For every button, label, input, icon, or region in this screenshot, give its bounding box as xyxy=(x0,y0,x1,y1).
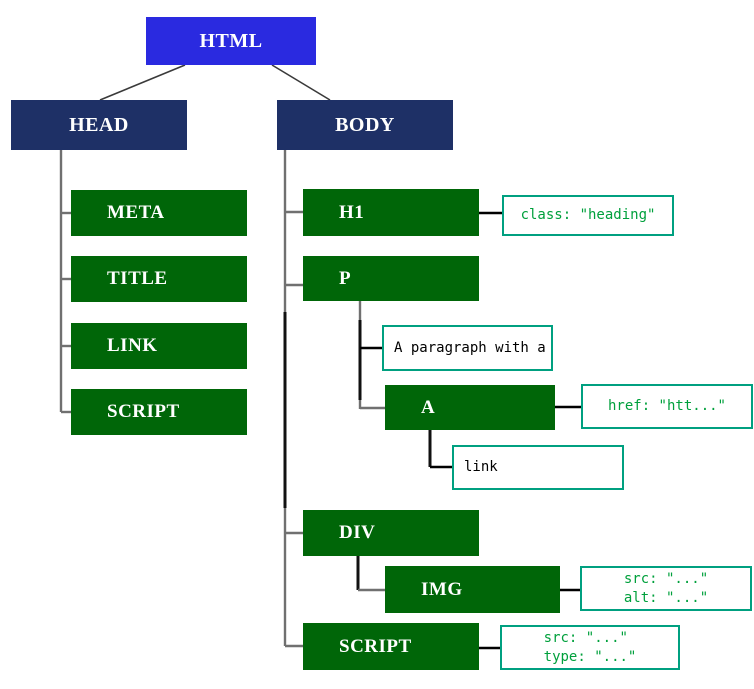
edge-html-body xyxy=(271,64,331,101)
node-script-body[interactable]: SCRIPT xyxy=(303,623,479,670)
node-link[interactable]: LINK xyxy=(71,323,247,369)
node-meta[interactable]: META xyxy=(71,190,247,236)
attr-box-a-text: href: "htt..." xyxy=(607,398,726,415)
node-head-label: HEAD xyxy=(69,113,129,136)
node-img-label: IMG xyxy=(421,578,463,600)
node-p[interactable]: P xyxy=(303,256,479,301)
node-title[interactable]: TITLE xyxy=(71,256,247,302)
node-a[interactable]: A xyxy=(385,385,555,430)
attr-box-a[interactable]: href: "htt..." xyxy=(581,384,753,429)
text-node-link-text: link xyxy=(464,459,498,476)
node-body-label: BODY xyxy=(335,113,395,136)
node-script-body-label: SCRIPT xyxy=(339,635,412,657)
node-img[interactable]: IMG xyxy=(385,566,560,613)
node-html[interactable]: HTML xyxy=(146,17,316,65)
attr-box-script-text: src: "..." type: "..." xyxy=(543,629,637,665)
attr-box-img[interactable]: src: "..." alt: "..." xyxy=(580,566,752,611)
attr-box-h1-text: class: "heading" xyxy=(520,207,656,224)
edge-html-head xyxy=(99,64,186,101)
node-link-label: LINK xyxy=(107,335,158,356)
node-script-head[interactable]: SCRIPT xyxy=(71,389,247,435)
node-div-label: DIV xyxy=(339,522,376,543)
text-node-paragraph[interactable]: A paragraph with a xyxy=(382,325,553,371)
attr-box-h1[interactable]: class: "heading" xyxy=(502,195,674,236)
attr-box-img-text: src: "..." alt: "..." xyxy=(623,570,709,606)
node-p-label: P xyxy=(339,267,352,289)
node-meta-label: META xyxy=(107,202,165,223)
attr-box-script[interactable]: src: "..." type: "..." xyxy=(500,625,680,670)
node-title-label: TITLE xyxy=(107,268,168,289)
node-body[interactable]: BODY xyxy=(277,100,453,150)
text-node-link[interactable]: link xyxy=(452,445,624,490)
node-head[interactable]: HEAD xyxy=(11,100,187,150)
node-div[interactable]: DIV xyxy=(303,510,479,556)
node-script-head-label: SCRIPT xyxy=(107,401,180,422)
node-h1-label: H1 xyxy=(339,201,365,223)
text-node-paragraph-text: A paragraph with a xyxy=(394,339,546,356)
node-a-label: A xyxy=(421,396,436,418)
node-h1[interactable]: H1 xyxy=(303,189,479,236)
node-html-label: HTML xyxy=(199,29,263,52)
